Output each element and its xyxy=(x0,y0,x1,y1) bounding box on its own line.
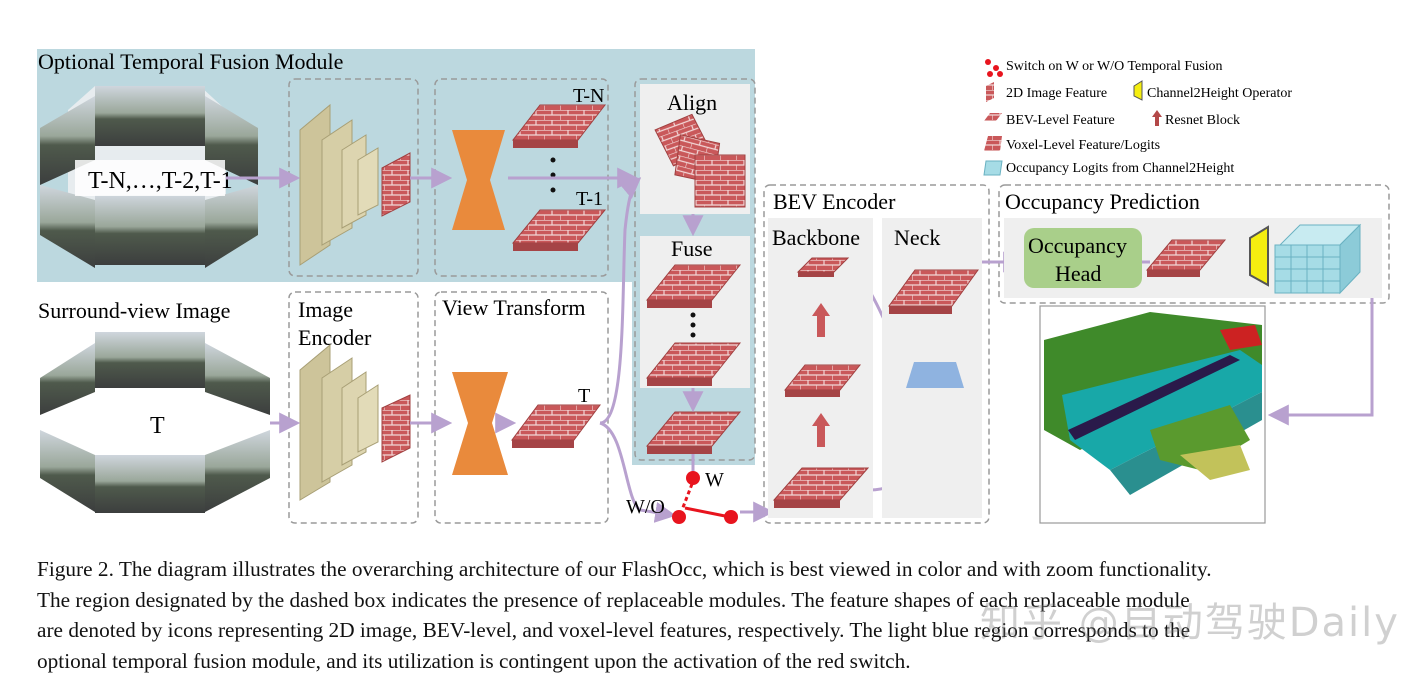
occ-head-line2: Head xyxy=(1055,261,1101,286)
image-encoder-line1: Image xyxy=(298,297,353,322)
image-encoder-stack xyxy=(299,343,411,501)
temporal-frames-image xyxy=(40,86,258,268)
channel2height-icon xyxy=(1249,225,1269,287)
view-transform-hourglass xyxy=(452,372,508,475)
occupancy-logits-block xyxy=(1274,223,1362,295)
occupancy-prediction-box xyxy=(998,184,1390,304)
bev-encoder-title: BEV Encoder xyxy=(773,189,896,214)
w-label: W xyxy=(705,469,724,491)
temporal-view-transform xyxy=(452,130,505,230)
legend-bev-feature-label: BEV-Level Feature xyxy=(1006,113,1115,128)
frames-label: T-N,…,T-2,T-1 xyxy=(88,168,233,194)
caption-line-2: The region designated by the dashed box … xyxy=(37,587,1190,612)
occupancy-head-box xyxy=(1024,228,1142,288)
align-label: Align xyxy=(667,90,717,115)
view-transform-title: View Transform xyxy=(442,295,586,320)
tn-label: T-N xyxy=(573,85,604,107)
temporal-title: Optional Temporal Fusion Module xyxy=(38,49,343,74)
legend-channel2height-label: Channel2Height Operator xyxy=(1147,86,1292,101)
legend-image-feature-label: 2D Image Feature xyxy=(1006,86,1107,101)
occ-head-line1: Occupancy xyxy=(1028,233,1127,258)
red-switch-icon[interactable] xyxy=(672,454,738,524)
legend-resnet-label: Resnet Block xyxy=(1165,113,1240,128)
bev-feature-icon xyxy=(984,113,1002,121)
legend-channel2height-icon xyxy=(1133,80,1143,101)
fuse-label: Fuse xyxy=(671,236,713,261)
image-feature-icon xyxy=(986,82,994,102)
neck-merge-block xyxy=(906,362,964,388)
legend-switch-label: Switch on W or W/O Temporal Fusion xyxy=(1006,59,1223,74)
figure-caption: Figure 2. The diagram illustrates the ov… xyxy=(37,554,1389,676)
bev-feature-t xyxy=(511,404,601,441)
occupancy-visualization xyxy=(1044,312,1262,495)
align-rotated-grids xyxy=(654,113,746,208)
surround-view-image xyxy=(40,332,270,513)
voxel-feature-icon xyxy=(984,136,1002,151)
surround-title: Surround-view Image xyxy=(38,298,230,323)
image-encoder-box xyxy=(288,291,419,524)
caption-line-3: are denoted by icons representing 2D ima… xyxy=(37,618,1191,643)
align-fuse-box xyxy=(634,78,756,461)
wo-label: W/O xyxy=(626,496,665,518)
current-frame-label: T xyxy=(150,413,165,439)
caption-line-4: optional temporal fusion module, and its… xyxy=(37,648,911,673)
view-transform-box xyxy=(434,291,609,524)
resnet-arrow-icon xyxy=(812,303,830,447)
neck-label: Neck xyxy=(894,225,940,250)
bev-encoder-box xyxy=(763,184,990,524)
caption-line-1: Figure 2. The diagram illustrates the ov… xyxy=(37,557,1212,581)
legend: Switch on W or W/O Temporal Fusion 2D Im… xyxy=(983,59,1292,176)
t-label: T xyxy=(578,385,590,407)
legend-occupancy-logits-label: Occupancy Logits from Channel2Height xyxy=(1006,161,1234,176)
legend-switch-icon xyxy=(985,59,1003,77)
occ-pred-title: Occupancy Prediction xyxy=(1005,189,1200,214)
occupancy-logits-icon xyxy=(983,160,1003,176)
temporal-image-encoder xyxy=(299,103,411,266)
legend-voxel-feature-label: Voxel-Level Feature/Logits xyxy=(1006,138,1160,153)
watermark: 知乎 @自动驾驶Daily xyxy=(980,600,1400,646)
architecture-diagram: Optional Temporal Fusion Module T-N,…,T-… xyxy=(37,49,1390,524)
image-encoder-line2: Encoder xyxy=(298,325,372,350)
t1-label: T-1 xyxy=(576,188,603,210)
backbone-label: Backbone xyxy=(772,225,860,250)
legend-resnet-icon xyxy=(1152,110,1162,126)
